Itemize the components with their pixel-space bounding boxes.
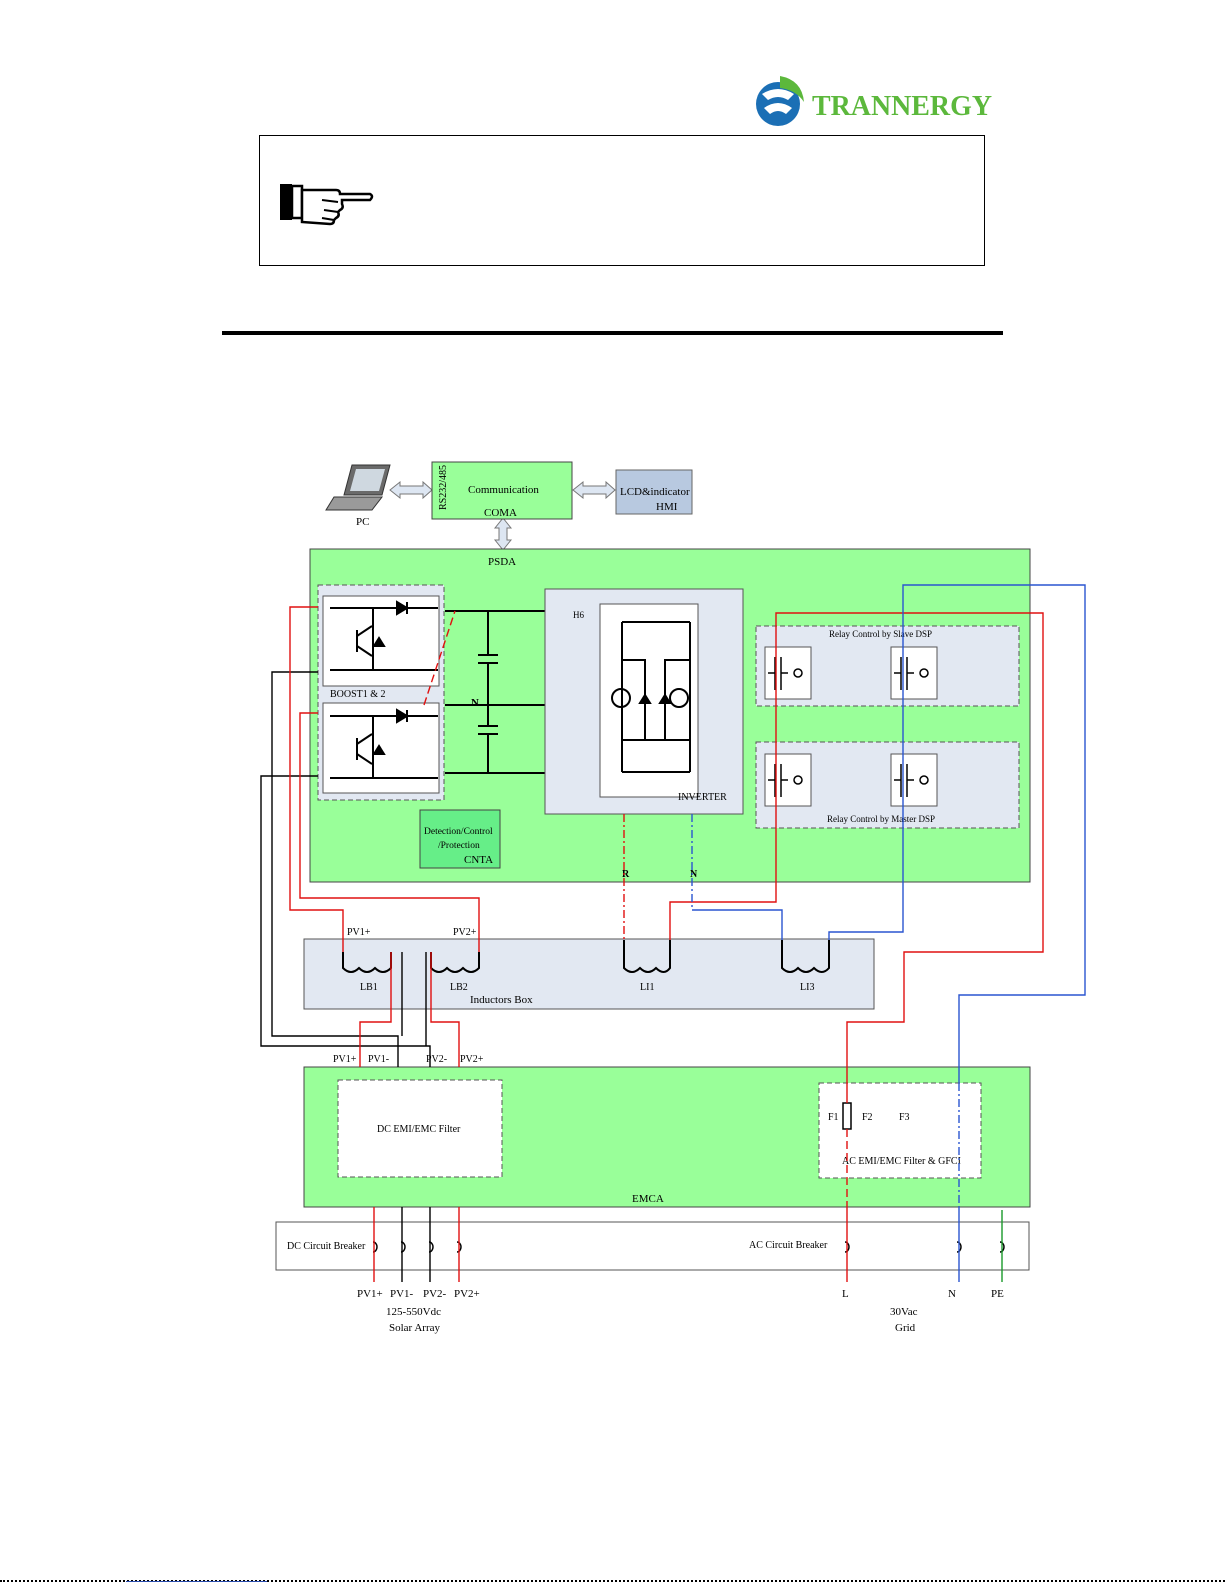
pointing-hand-icon [280, 184, 374, 226]
ind-li1: LI1 [640, 982, 654, 993]
dc-term-pv1p: PV1+ [357, 1288, 383, 1300]
cnta-line1: Detection/Control [424, 827, 493, 837]
fuse-f1: F1 [828, 1112, 839, 1123]
ind-lb1: LB1 [360, 982, 378, 993]
ind-pv1: PV1+ [347, 927, 371, 938]
ind-li3: LI3 [800, 982, 814, 993]
inverter-block-diagram: PC RS232/485 Communication COMA LCD&indi… [260, 461, 1086, 1334]
footer-link-underline[interactable] [126, 1581, 267, 1582]
emca-label: EMCA [632, 1193, 664, 1205]
grid-label: Grid [895, 1322, 916, 1334]
ac-breaker-label: AC Circuit Breaker [749, 1240, 828, 1251]
r-label: R [622, 869, 630, 880]
trannergy-logo: TRANNERGY [750, 72, 1000, 142]
dc-filter-label: DC EMI/EMC Filter [377, 1124, 461, 1135]
solar-label: Solar Array [389, 1322, 441, 1334]
comm-side-label: RS232/485 [438, 465, 449, 510]
inverter-label: INVERTER [678, 792, 727, 803]
trannergy-emblem-icon [756, 76, 804, 126]
relay-slave-label: Relay Control by Slave DSP [829, 629, 932, 639]
relay-contact-icon [768, 657, 929, 797]
pc-label: PC [356, 516, 369, 528]
dc-breaker-label: DC Circuit Breaker [287, 1241, 366, 1252]
n-out-label: N [690, 869, 698, 880]
ind-pv2: PV2+ [453, 927, 477, 938]
ac-term-n: N [948, 1288, 956, 1300]
ind-lb2: LB2 [450, 982, 468, 993]
dc-term-pv1m: PV1- [390, 1288, 414, 1300]
hmi-name: HMI [656, 501, 678, 513]
n-label: N [471, 697, 479, 709]
cnta-line2: /Protection [438, 841, 480, 851]
coma-label: COMA [484, 507, 517, 519]
note-box [259, 135, 985, 266]
brand-name: TRANNERGY [812, 90, 992, 122]
hmi-label: LCD&indicator [620, 486, 690, 498]
ac-term-pe: PE [991, 1288, 1004, 1300]
ac-filter-label: AC EMI/EMC Filter & GFCI [842, 1156, 961, 1167]
footer-dotted-line [0, 1580, 1225, 1582]
h6-bridge-icon [611, 621, 691, 773]
h6-label: H6 [573, 610, 584, 620]
cnta-label: CNTA [464, 854, 493, 866]
laptop-icon [325, 464, 391, 511]
boost-label: BOOST1 & 2 [330, 689, 386, 700]
ac-term-l: L [842, 1288, 849, 1300]
boost-transistor-icon [330, 600, 438, 779]
fuse-f2: F2 [862, 1112, 873, 1123]
inductors-box-label: Inductors Box [470, 994, 533, 1006]
inductor-coil-icon [342, 940, 830, 973]
fuse-f3: F3 [899, 1112, 910, 1123]
dc-term-pv2m: PV2- [423, 1288, 447, 1300]
dc-term-pv2p: PV2+ [454, 1288, 480, 1300]
emca-pv2m: PV2- [426, 1054, 447, 1065]
solar-voltage: 125-550Vdc [386, 1306, 441, 1318]
comm-label: Communication [468, 484, 539, 496]
emca-pv1m: PV1- [368, 1054, 389, 1065]
grid-voltage: 30Vac [890, 1306, 918, 1318]
emca-pv2p: PV2+ [460, 1054, 484, 1065]
relay-master-label: Relay Control by Master DSP [827, 814, 935, 824]
emca-pv1p: PV1+ [333, 1054, 357, 1065]
section-divider [222, 331, 1003, 335]
psda-label: PSDA [488, 556, 516, 568]
